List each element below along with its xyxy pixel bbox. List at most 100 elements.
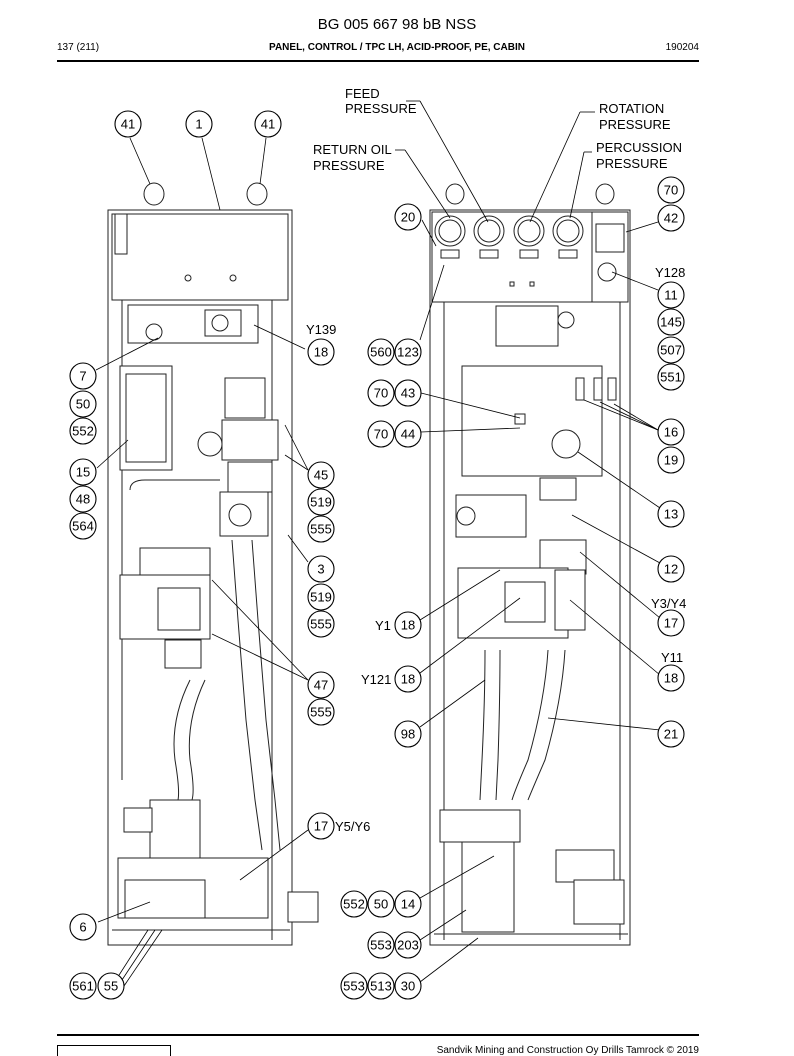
- callout-519: 519: [307, 488, 335, 516]
- callout-145: 145: [657, 308, 685, 336]
- svg-text:18: 18: [314, 345, 328, 360]
- svg-text:18: 18: [401, 618, 415, 633]
- callout-bubbles: 41 1 41 7 50 552 15 48 564 18 45 519 555…: [69, 110, 685, 1000]
- text-labels: FEED PRESSURE ROTATION PRESSURE RETURN O…: [306, 86, 686, 834]
- svg-text:50: 50: [374, 897, 388, 912]
- callout-203: 203: [394, 931, 422, 959]
- svg-text:41: 41: [121, 117, 135, 132]
- callout-43: 43: [394, 379, 422, 407]
- callout-14: 14: [394, 890, 422, 918]
- svg-text:70: 70: [374, 386, 388, 401]
- callout-42: 42: [657, 204, 685, 232]
- callout-12: 12: [657, 555, 685, 583]
- callout-19: 19: [657, 446, 685, 474]
- svg-text:145: 145: [660, 315, 682, 330]
- svg-text:44: 44: [401, 427, 415, 442]
- svg-text:98: 98: [401, 727, 415, 742]
- callout-123: 123: [394, 338, 422, 366]
- svg-text:45: 45: [314, 468, 328, 483]
- footer-rule: [57, 1034, 699, 1036]
- svg-text:555: 555: [310, 617, 332, 632]
- svg-text:50: 50: [76, 397, 90, 412]
- svg-text:70: 70: [374, 427, 388, 442]
- label-y139: Y139: [306, 322, 336, 337]
- callout-50: 50: [367, 890, 395, 918]
- callout-41: 41: [114, 110, 142, 138]
- callout-18: 18: [657, 664, 685, 692]
- label-y1: Y1: [375, 618, 391, 633]
- svg-text:552: 552: [72, 424, 94, 439]
- callout-555: 555: [307, 698, 335, 726]
- header-rule: [57, 60, 699, 62]
- callout-50: 50: [69, 390, 97, 418]
- svg-text:47: 47: [314, 678, 328, 693]
- callout-70: 70: [657, 176, 685, 204]
- callout-18: 18: [394, 611, 422, 639]
- svg-text:17: 17: [314, 819, 328, 834]
- callout-70: 70: [367, 420, 395, 448]
- callout-513: 513: [367, 972, 395, 1000]
- callout-70: 70: [367, 379, 395, 407]
- label-rotation-pressure: PRESSURE: [599, 117, 671, 132]
- callout-18: 18: [394, 665, 422, 693]
- callout-1: 1: [185, 110, 213, 138]
- label-return-oil: RETURN OIL: [313, 142, 392, 157]
- callout-3: 3: [307, 555, 335, 583]
- callout-560: 560: [367, 338, 395, 366]
- callout-45: 45: [307, 461, 335, 489]
- label-percussion-pressure: PRESSURE: [596, 156, 668, 171]
- callout-16: 16: [657, 418, 685, 446]
- callout-564: 564: [69, 512, 97, 540]
- svg-text:48: 48: [76, 492, 90, 507]
- svg-text:203: 203: [397, 938, 419, 953]
- callout-41: 41: [254, 110, 282, 138]
- label-feed: FEED: [345, 86, 380, 101]
- svg-text:41: 41: [261, 117, 275, 132]
- callout-30: 30: [394, 972, 422, 1000]
- callout-11: 11: [657, 281, 685, 309]
- svg-text:123: 123: [397, 345, 419, 360]
- svg-text:553: 553: [343, 979, 365, 994]
- svg-text:552: 552: [343, 897, 365, 912]
- callout-7: 7: [69, 362, 97, 390]
- callout-6: 6: [69, 913, 97, 941]
- svg-text:20: 20: [401, 210, 415, 225]
- document-title: BG 005 667 98 bB NSS: [317, 16, 477, 33]
- callout-17: 17: [657, 609, 685, 637]
- svg-text:70: 70: [664, 183, 678, 198]
- callout-21: 21: [657, 720, 685, 748]
- svg-text:15: 15: [76, 465, 90, 480]
- callout-18: 18: [307, 338, 335, 366]
- svg-text:561: 561: [72, 979, 94, 994]
- document-code: 190204: [665, 42, 699, 53]
- label-feed-pressure: PRESSURE: [345, 101, 417, 116]
- label-y121: Y121: [361, 672, 391, 687]
- callout-48: 48: [69, 485, 97, 513]
- callout-507: 507: [657, 336, 685, 364]
- svg-text:7: 7: [79, 369, 86, 384]
- svg-text:1: 1: [195, 117, 202, 132]
- label-y5y6: Y5/Y6: [335, 819, 370, 834]
- svg-text:513: 513: [370, 979, 392, 994]
- label-y11: Y11: [661, 650, 683, 665]
- svg-text:42: 42: [664, 211, 678, 226]
- callout-15: 15: [69, 458, 97, 486]
- callout-44: 44: [394, 420, 422, 448]
- callout-552: 552: [340, 890, 368, 918]
- callout-47: 47: [307, 671, 335, 699]
- svg-text:18: 18: [401, 672, 415, 687]
- svg-text:12: 12: [664, 562, 678, 577]
- callout-98: 98: [394, 720, 422, 748]
- leader-lines: [95, 100, 661, 987]
- svg-text:555: 555: [310, 705, 332, 720]
- svg-text:43: 43: [401, 386, 415, 401]
- callout-555: 555: [307, 610, 335, 638]
- label-percussion: PERCUSSION: [596, 140, 682, 155]
- footer-copyright: Sandvik Mining and Construction Oy Drill…: [436, 1045, 699, 1056]
- svg-text:564: 564: [72, 519, 94, 534]
- callout-17: 17: [307, 812, 335, 840]
- svg-text:55: 55: [104, 979, 118, 994]
- svg-text:13: 13: [664, 507, 678, 522]
- svg-text:553: 553: [370, 938, 392, 953]
- svg-text:551: 551: [660, 370, 682, 385]
